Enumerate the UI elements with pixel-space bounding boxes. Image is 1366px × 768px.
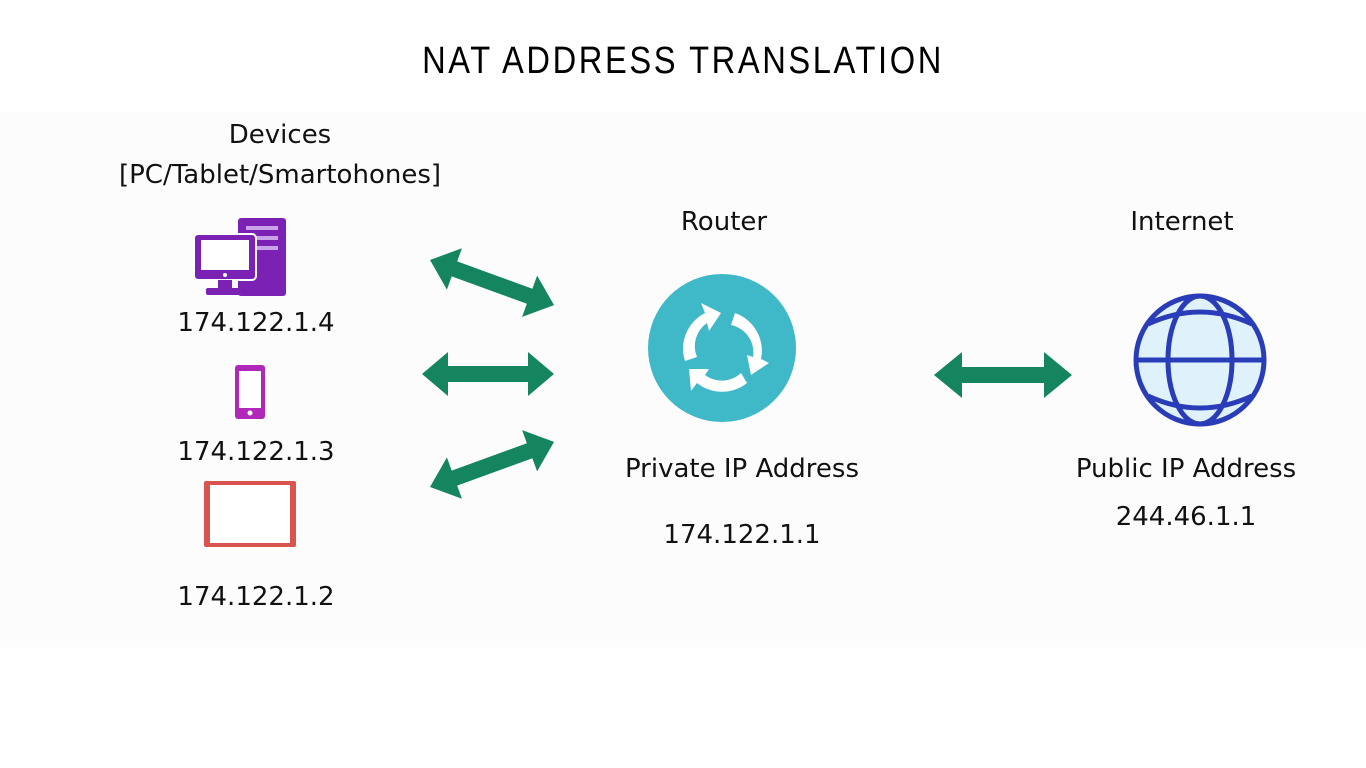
public-ip-address: 244.46.1.1 — [1115, 502, 1257, 532]
globe-icon — [1130, 292, 1270, 428]
private-ip-address: 174.122.1.1 — [663, 520, 821, 550]
devices-subheading: [PC/Tablet/Smartohones] — [118, 160, 442, 190]
tablet-icon — [203, 480, 297, 548]
private-ip-label: Private IP Address — [624, 454, 860, 484]
router-cycle-icon — [647, 273, 797, 423]
smartphone-icon — [234, 364, 266, 420]
devices-heading: Devices — [228, 120, 332, 150]
tablet-ip-address: 174.122.1.2 — [177, 582, 335, 612]
diagram-title: NAT ADDRESS TRANSLATION — [422, 40, 944, 82]
internet-label: Internet — [1130, 207, 1234, 237]
desktop-computer-icon — [192, 218, 288, 298]
arrow-router-internet — [932, 350, 1077, 400]
router-label: Router — [680, 207, 768, 237]
public-ip-label: Public IP Address — [1075, 454, 1297, 484]
smartphone-ip-address: 174.122.1.3 — [177, 437, 335, 467]
arrow-tablet-router — [422, 421, 562, 508]
arrow-smartphone-router — [422, 352, 554, 396]
pc-ip-address: 174.122.1.4 — [177, 308, 335, 338]
arrow-pc-router — [422, 239, 562, 326]
arrows-devices-router — [420, 230, 570, 510]
